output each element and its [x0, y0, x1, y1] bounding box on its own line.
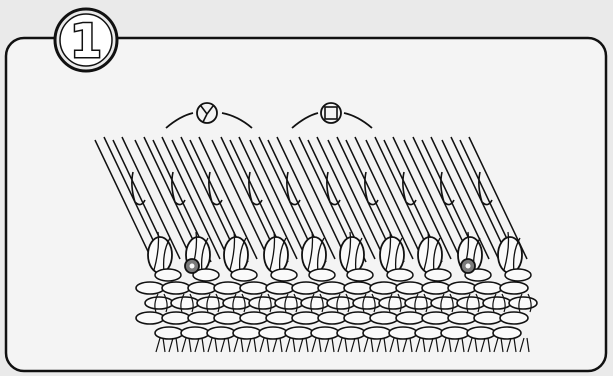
- fabric-stitch: [415, 327, 443, 339]
- fabric-stitch: [500, 282, 528, 294]
- fabric-stitch: [188, 312, 216, 324]
- loop-base: [347, 269, 373, 281]
- loop-base: [309, 269, 335, 281]
- fabric-stitch: [457, 297, 485, 309]
- fabric-stitch: [155, 327, 183, 339]
- fabric-stitch: [389, 327, 417, 339]
- fabric-stitch: [353, 297, 381, 309]
- highlighted-loop-center: [466, 264, 471, 269]
- fabric-stitch: [249, 297, 277, 309]
- fabric-stitch: [337, 327, 365, 339]
- fabric-stitch: [223, 297, 251, 309]
- fabric-stitch: [405, 297, 433, 309]
- loop-base: [271, 269, 297, 281]
- fabric-stitch: [181, 327, 209, 339]
- loop-base: [231, 269, 257, 281]
- fabric-stitch: [162, 282, 190, 294]
- fabric-stitch: [363, 327, 391, 339]
- fabric-stitch: [214, 282, 242, 294]
- fabric-stitch: [233, 327, 261, 339]
- fabric-stitch: [318, 312, 346, 324]
- fabric-stitch: [370, 282, 398, 294]
- fabric-stitch: [500, 312, 528, 324]
- fabric-stitch: [422, 282, 450, 294]
- fabric-stitch: [396, 282, 424, 294]
- fabric-stitch: [162, 312, 190, 324]
- fabric-stitch: [240, 282, 268, 294]
- circle-y-symbol-icon: [197, 103, 217, 123]
- fabric-stitch: [214, 312, 242, 324]
- fabric-stitch: [240, 312, 268, 324]
- fabric-stitch: [327, 297, 355, 309]
- fabric-stitch: [448, 282, 476, 294]
- fabric-stitch: [275, 297, 303, 309]
- fabric-stitch: [292, 312, 320, 324]
- fabric-stitch: [441, 327, 469, 339]
- circle-square-symbol-icon: [321, 103, 341, 123]
- fabric-stitch: [171, 297, 199, 309]
- fabric-stitch: [136, 282, 164, 294]
- fabric-stitch: [379, 297, 407, 309]
- fabric-stitch: [431, 297, 459, 309]
- fabric-stitch: [292, 282, 320, 294]
- fabric-stitch: [396, 312, 424, 324]
- fabric-stitch: [188, 282, 216, 294]
- fabric-stitch: [448, 312, 476, 324]
- loop-base: [425, 269, 451, 281]
- fabric-stitch: [509, 297, 537, 309]
- fabric-stitch: [474, 312, 502, 324]
- fabric-stitch: [311, 327, 339, 339]
- fabric-stitch: [136, 312, 164, 324]
- step-badge: 1: [55, 9, 117, 71]
- step-number: 1: [70, 14, 102, 68]
- fabric-stitch: [344, 312, 372, 324]
- fabric-stitch: [197, 297, 225, 309]
- fabric-stitch: [483, 297, 511, 309]
- fabric-stitch: [467, 327, 495, 339]
- fabric-stitch: [207, 327, 235, 339]
- fabric-stitch: [422, 312, 450, 324]
- loop-base: [505, 269, 531, 281]
- fabric-stitch: [344, 282, 372, 294]
- fabric-stitch: [266, 312, 294, 324]
- fabric-stitch: [145, 297, 173, 309]
- fabric-stitch: [493, 327, 521, 339]
- fabric-stitch: [259, 327, 287, 339]
- loop-base: [387, 269, 413, 281]
- highlighted-loop-center: [190, 264, 195, 269]
- fabric-stitch: [266, 282, 294, 294]
- fabric-stitch: [474, 282, 502, 294]
- loop-base: [155, 269, 181, 281]
- fabric-stitch: [301, 297, 329, 309]
- fabric-stitch: [370, 312, 398, 324]
- fabric-stitch: [318, 282, 346, 294]
- fabric-stitch: [285, 327, 313, 339]
